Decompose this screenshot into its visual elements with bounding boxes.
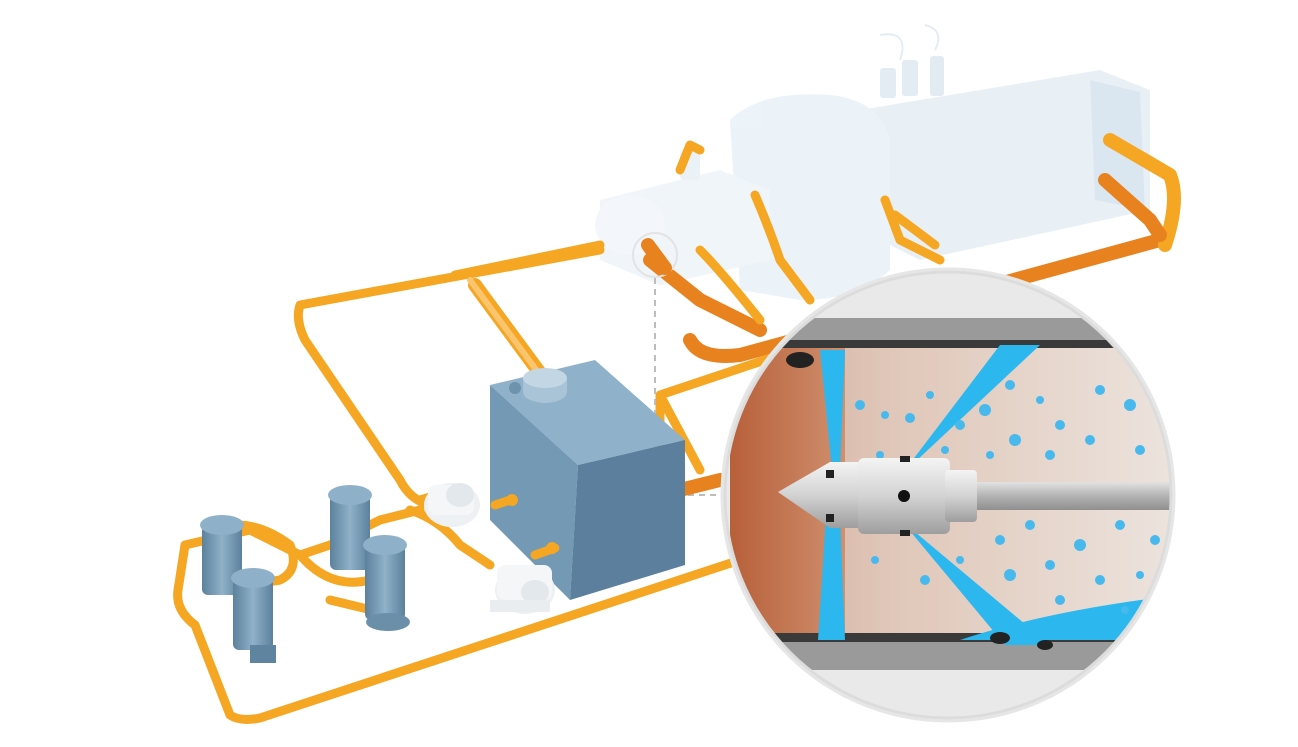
bearing-drain-2 (695, 190, 815, 325)
lube-pump-icon (328, 485, 410, 631)
lube-pump-icon (200, 515, 276, 663)
supply-main-pipe (173, 540, 745, 724)
generator-icon (860, 24, 1150, 260)
turbine-icon (595, 94, 890, 301)
oil-tank-icon (490, 360, 685, 600)
oil-droplets (855, 380, 1160, 614)
tank-vent-pipe-highlight (467, 277, 543, 378)
turbine-generator (595, 24, 1150, 301)
magnify-callout-icon (723, 270, 1173, 720)
rotor-shaft (970, 482, 1171, 510)
generator-bearing-pipe (1098, 173, 1167, 242)
bearing-nozzle-icon (778, 456, 977, 536)
bearing-drain-3 (880, 195, 945, 265)
generator-pipe-loop (1103, 133, 1181, 252)
turbine-top-pipe (675, 140, 705, 175)
bearing-callout (720, 267, 1176, 723)
oil-cooler-icon (490, 565, 555, 614)
header-pipe-left (450, 240, 605, 280)
oil-filter-icon (424, 483, 480, 527)
lube-pumps (200, 485, 410, 663)
